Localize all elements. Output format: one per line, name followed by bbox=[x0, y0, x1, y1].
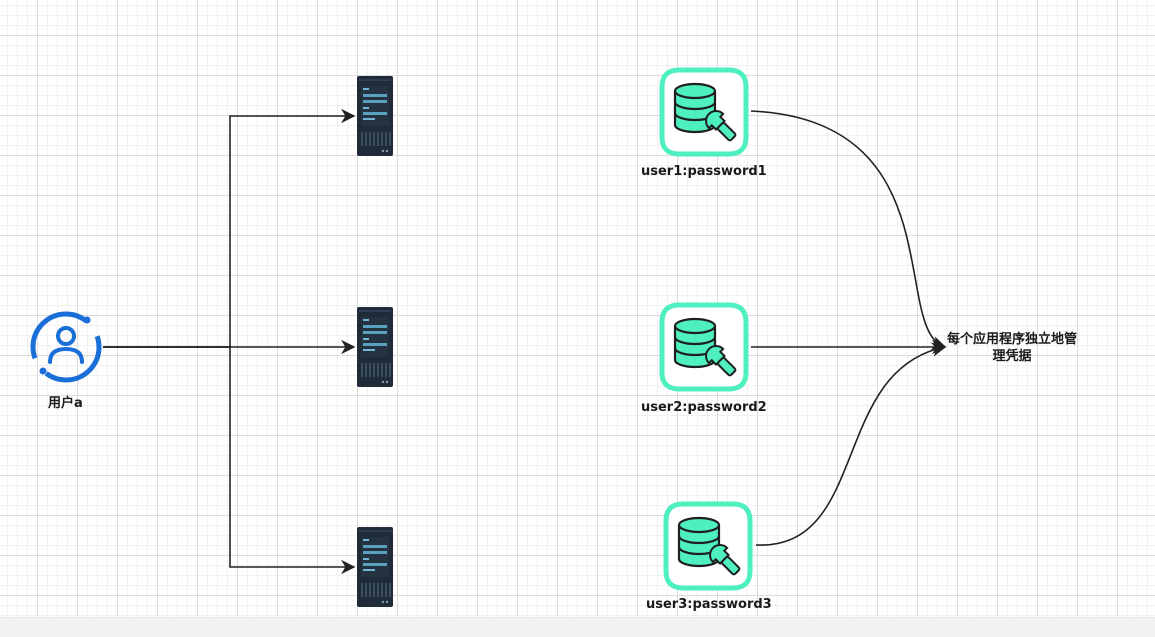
edge-user-to-servers bbox=[103, 108, 356, 575]
database-settings-icon[interactable] bbox=[662, 70, 746, 154]
server-rack-icon[interactable] bbox=[357, 307, 393, 387]
database-settings-icon[interactable] bbox=[662, 305, 746, 389]
user-circle-icon[interactable] bbox=[30, 311, 102, 383]
database-1-label: user1:password1 bbox=[641, 164, 767, 179]
edge-databases-to-note bbox=[750, 110, 947, 546]
server-rack-icon[interactable] bbox=[357, 527, 393, 607]
edge-db-3-to-note bbox=[755, 342, 947, 546]
user-label: 用户a bbox=[48, 396, 83, 411]
edge-user-to-server-3 bbox=[103, 346, 356, 575]
edge-user-to-server-1 bbox=[103, 108, 356, 348]
bottom-bar bbox=[0, 617, 1155, 637]
note-label: 每个应用程序独立地管理凭据 bbox=[946, 332, 1077, 364]
database-2-label: user2:password2 bbox=[641, 400, 767, 415]
database-settings-icon[interactable] bbox=[666, 504, 750, 588]
database-3-label: user3:password3 bbox=[646, 597, 772, 612]
server-rack-icon[interactable] bbox=[357, 76, 393, 156]
edge-db-1-to-note bbox=[750, 110, 947, 350]
